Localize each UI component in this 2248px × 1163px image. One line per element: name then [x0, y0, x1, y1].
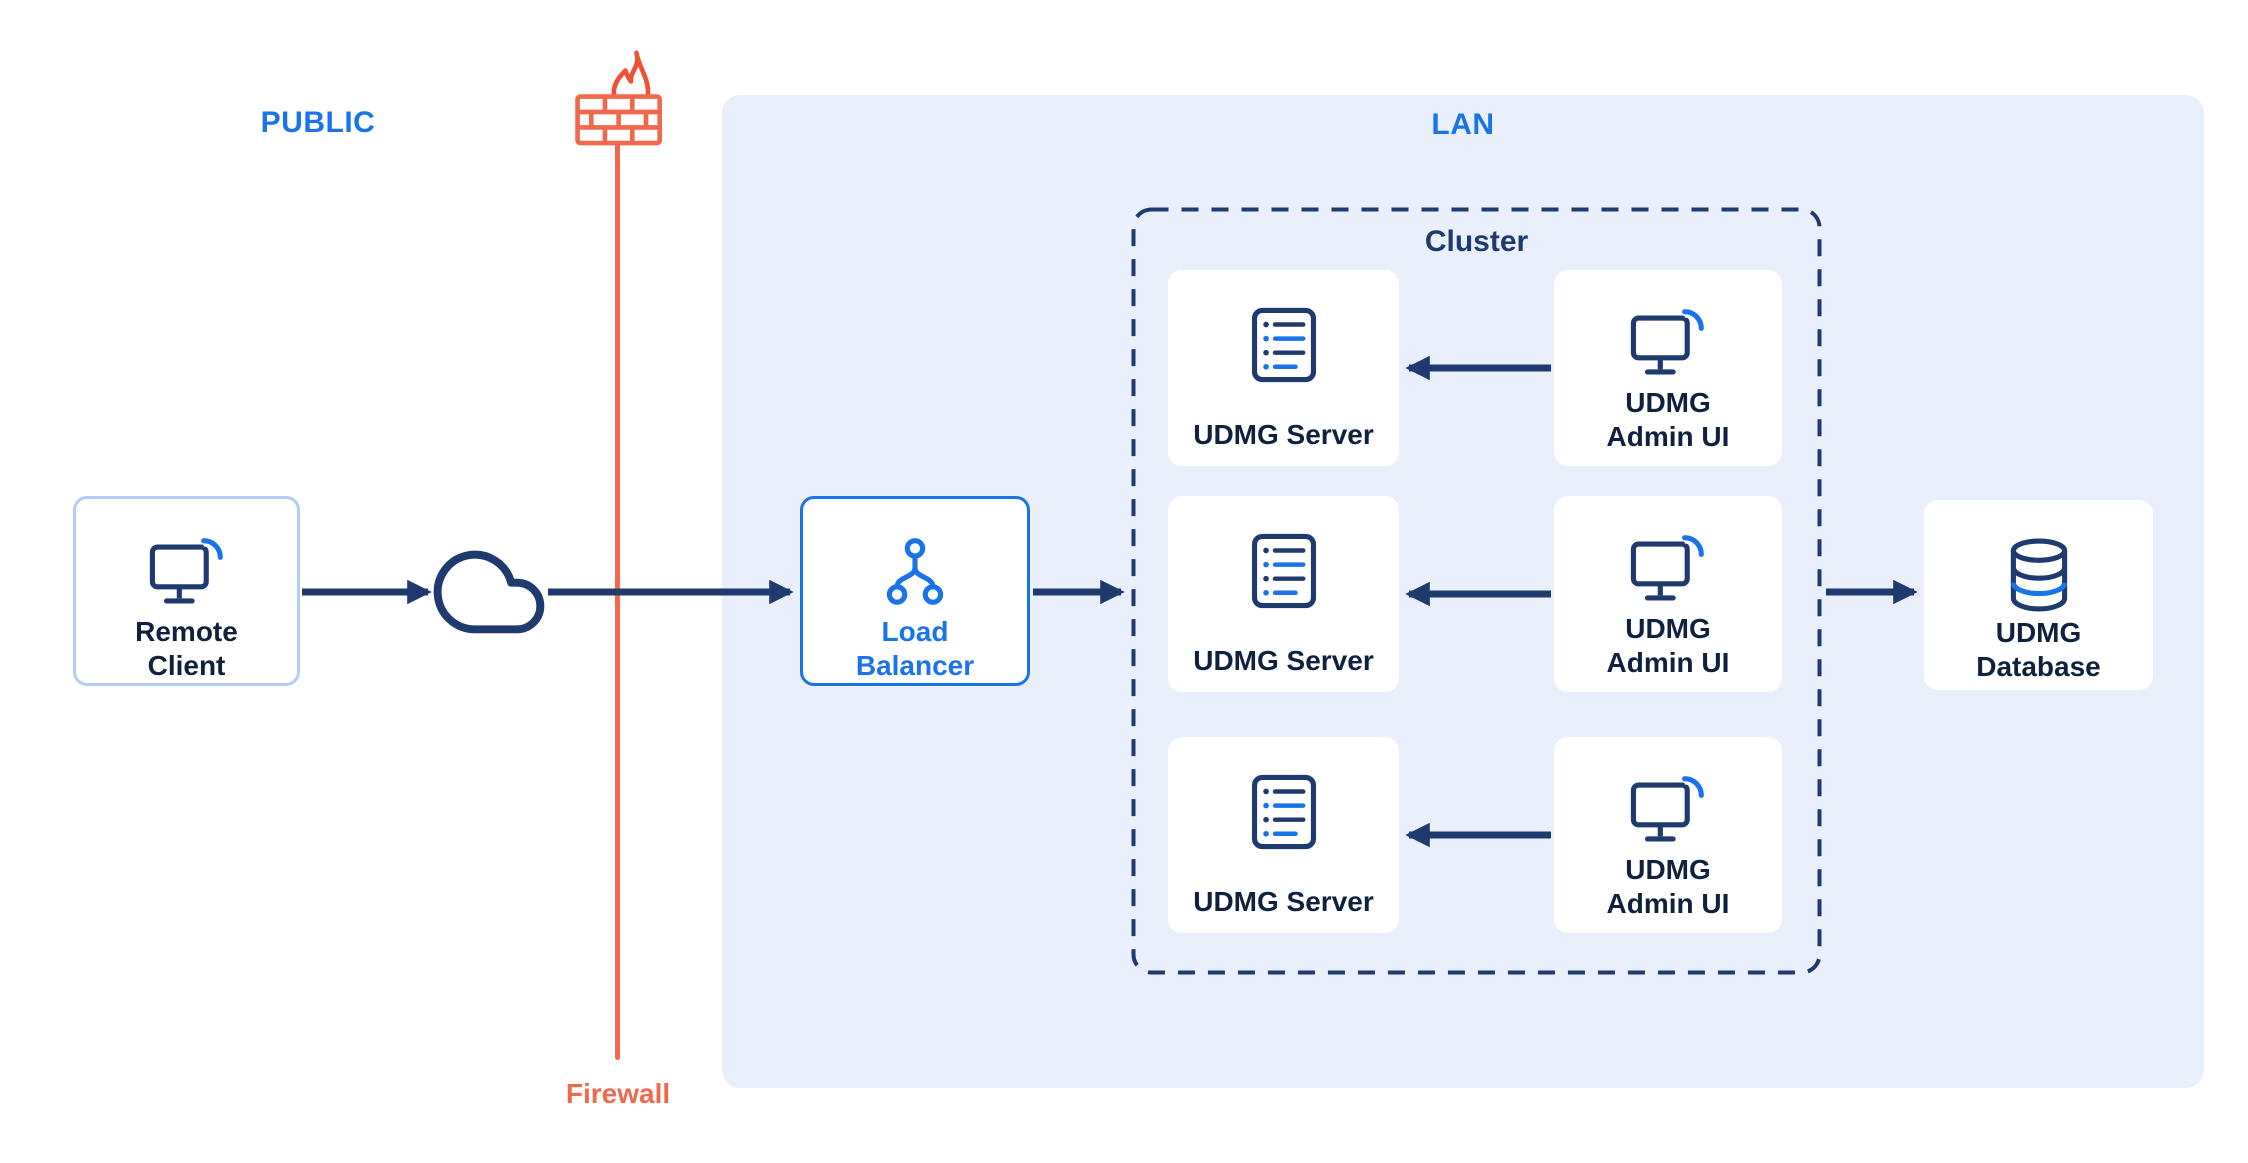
udmg-admin-ui-node: UDMG Admin UI	[1554, 270, 1782, 466]
udmg-admin-ui-label: UDMG Admin UI	[1606, 854, 1730, 920]
udmg-server-node: UDMG Server	[1168, 496, 1399, 692]
server-icon	[1243, 530, 1325, 612]
remote-client-node: Remote Client	[73, 496, 300, 686]
udmg-database-label: UDMG Database	[1976, 617, 2101, 683]
load-balancer-icon	[874, 533, 956, 615]
udmg-admin-ui-node: UDMG Admin UI	[1554, 496, 1782, 692]
cluster-border	[1131, 207, 1822, 975]
udmg-admin-ui-node: UDMG Admin UI	[1554, 737, 1782, 933]
udmg-server-node: UDMG Server	[1168, 270, 1399, 466]
udmg-server-node: UDMG Server	[1168, 737, 1399, 933]
firewall-label: Firewall	[565, 1078, 671, 1109]
monitor-icon	[1627, 530, 1709, 612]
server-icon	[1243, 304, 1325, 386]
load-balancer-label: Load Balancer	[855, 616, 975, 682]
internet-cloud-icon	[433, 536, 545, 648]
udmg-server-label: UDMG Server	[1193, 418, 1374, 450]
database-icon	[1998, 534, 2080, 616]
cluster-label: Cluster	[1424, 225, 1529, 258]
load-balancer-node: Load Balancer	[800, 496, 1030, 686]
lan-zone-label: LAN	[1431, 108, 1495, 141]
remote-client-label: Remote Client	[135, 616, 238, 682]
udmg-server-label: UDMG Server	[1193, 644, 1374, 676]
firewall-icon	[568, 50, 672, 154]
udmg-database-node: UDMG Database	[1924, 500, 2153, 690]
server-icon	[1243, 771, 1325, 853]
monitor-icon	[146, 533, 228, 615]
monitor-icon	[1627, 304, 1709, 386]
udmg-server-label: UDMG Server	[1193, 885, 1374, 917]
firewall-line	[615, 136, 620, 1060]
monitor-icon	[1627, 771, 1709, 853]
udmg-admin-ui-label: UDMG Admin UI	[1606, 387, 1730, 453]
udmg-admin-ui-label: UDMG Admin UI	[1606, 613, 1730, 679]
public-zone-label: PUBLIC	[260, 106, 376, 139]
cluster-zone: Cluster	[1131, 207, 1822, 975]
